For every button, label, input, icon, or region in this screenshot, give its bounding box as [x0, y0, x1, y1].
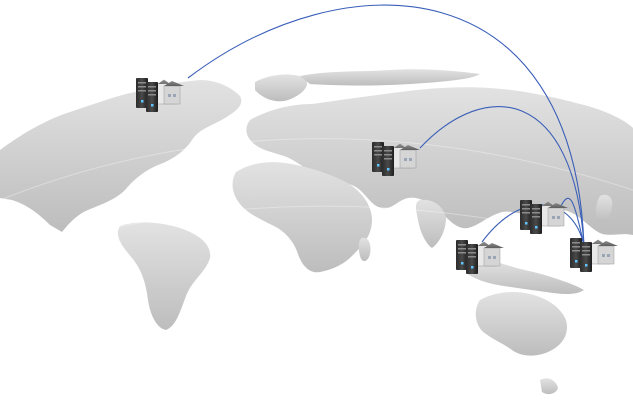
map-texture-line — [0, 205, 633, 261]
continent-south-america — [117, 222, 211, 330]
hub-east-asia[interactable] — [569, 237, 619, 273]
continent-africa — [232, 162, 372, 273]
region-southeast-asia — [468, 260, 584, 294]
continent-greenland — [255, 74, 308, 102]
connection-arc-site-north-america — [187, 4, 585, 247]
island-new-zealand — [540, 378, 558, 395]
connection-arc-site-middle-east — [419, 106, 585, 247]
connection-arc-site-china — [559, 197, 585, 247]
continent-australia — [475, 292, 568, 356]
world-map — [0, 69, 633, 395]
map-texture-line — [0, 138, 633, 201]
continent-north-america — [0, 80, 242, 232]
island-madagascar — [358, 237, 371, 262]
continent-eurasia — [246, 87, 633, 235]
arctic-islands — [300, 69, 480, 86]
island-japan — [595, 194, 613, 223]
region-india — [416, 199, 446, 248]
server-factory-icon — [569, 237, 619, 273]
